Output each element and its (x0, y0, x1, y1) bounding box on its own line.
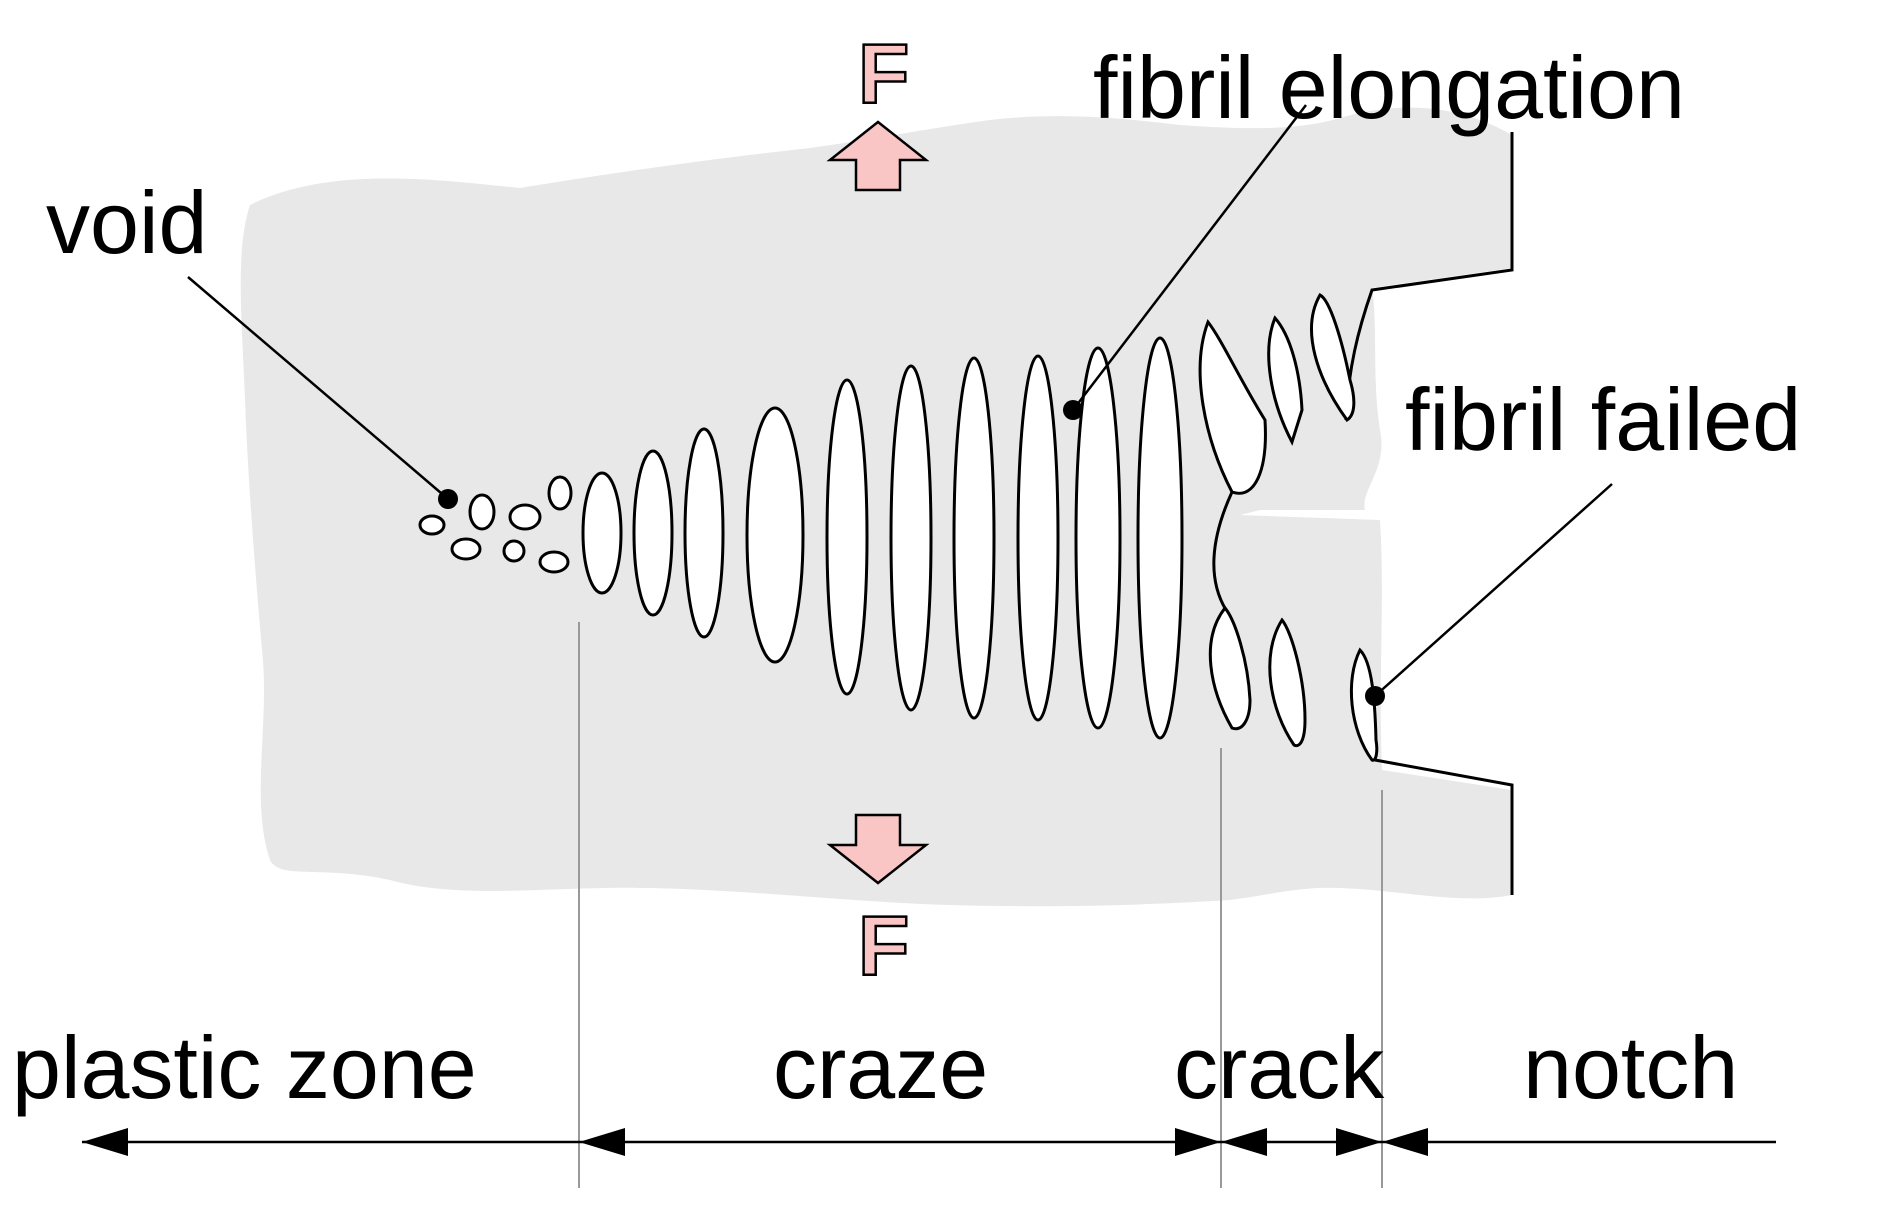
crack-fibril-lower (1349, 647, 1379, 762)
void (450, 537, 482, 561)
fibril-elongation-label: fibril elongation (1093, 38, 1685, 137)
crack-fibril-lower (1268, 617, 1307, 748)
zone-label-crack: crack (1174, 1018, 1385, 1117)
crack-outline (1212, 491, 1234, 611)
zone-label-notch: notch (1523, 1018, 1738, 1117)
void (468, 493, 496, 531)
fibril-elongation-leader (1072, 104, 1307, 411)
arrowhead-craze-right (1175, 1128, 1221, 1156)
force-label-top: F (858, 27, 909, 121)
void (508, 503, 542, 531)
void (547, 475, 573, 511)
craze-fibril (889, 364, 933, 712)
fibril-failed-label: fibril failed (1405, 370, 1801, 469)
crack-fibril-upper (1310, 293, 1356, 423)
fibril-failed-leader (1374, 483, 1613, 697)
fibril-elongation-marker (1063, 400, 1083, 420)
craze-fibril (745, 406, 805, 664)
void (418, 514, 446, 536)
craze-fibril (1074, 346, 1122, 730)
arrowhead-craze-left (579, 1128, 625, 1156)
crack-fibril-lower (1208, 605, 1252, 731)
force-arrow-up (826, 120, 930, 192)
force-arrow-down (826, 813, 930, 885)
void (502, 539, 526, 563)
craze-fibril (683, 427, 725, 639)
fibril-failed-marker (1365, 686, 1385, 706)
craze-fibril (1136, 336, 1184, 740)
arrowhead-crack-left (1221, 1128, 1267, 1156)
void-label: void (46, 173, 207, 272)
craze-fibril (1016, 354, 1060, 722)
craze-fibril (952, 356, 996, 720)
notch-outline-bottom (1374, 758, 1514, 895)
zone-label-plastic-zone: plastic zone (12, 1018, 477, 1117)
material-body (240, 107, 1512, 907)
void (538, 550, 570, 574)
arrowhead-crack-right (1336, 1128, 1382, 1156)
zone-label-craze: craze (773, 1018, 988, 1117)
arrowhead-plastic-left (82, 1128, 128, 1156)
crack-fibril-upper (1267, 315, 1304, 446)
craze-fibril (825, 378, 869, 696)
craze-fibril (581, 471, 623, 595)
crack-fibril-upper (1198, 318, 1267, 495)
craze-fibril (632, 449, 674, 617)
void-marker (438, 489, 458, 509)
void-leader (187, 276, 449, 500)
arrowhead-notch-left (1382, 1128, 1428, 1156)
force-label-bottom: F (858, 899, 909, 993)
